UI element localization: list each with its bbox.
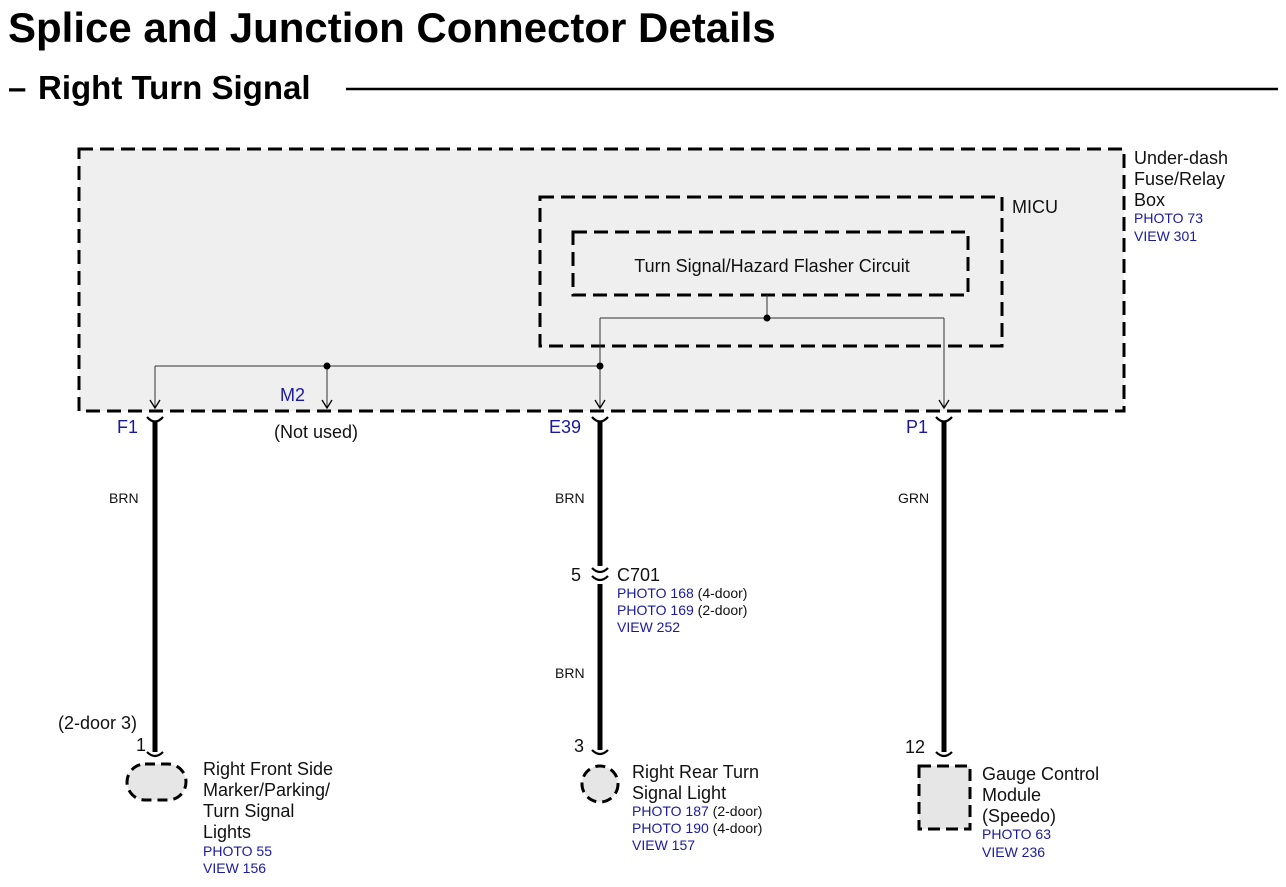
terminal-f1-label: F1 (117, 417, 138, 437)
terminal-e39-label: E39 (549, 417, 581, 437)
front-light-name-line: Marker/Parking/ (203, 780, 330, 800)
rear-light-name-line: Signal Light (632, 783, 726, 803)
rear-light-name-line: Right Rear Turn (632, 762, 759, 782)
connector-hooks (146, 416, 953, 423)
gauge-view-ref: VIEW 236 (982, 844, 1045, 860)
wire-color-center-upper: BRN (555, 490, 585, 506)
gauge-name-line: Module (982, 785, 1041, 805)
micu-outline (538, 195, 1004, 348)
gauge-pin: 12 (905, 737, 925, 757)
wire-color-center-lower: BRN (555, 665, 585, 681)
front-light-view-ref: VIEW 156 (203, 860, 266, 876)
front-light-bulb-icon (125, 762, 188, 802)
connector-c701-symbol (591, 567, 609, 582)
front-light-name-line: Lights (203, 822, 251, 842)
splice-dot (596, 362, 604, 370)
splice-dot (763, 314, 771, 322)
fuse-box-name-line: Box (1134, 190, 1165, 210)
front-light-pin: 1 (136, 735, 146, 755)
c701-pin: 5 (571, 565, 581, 585)
fuse-box-photo-ref: PHOTO 73 (1134, 210, 1203, 226)
rear-light-label: Right Rear Turn Signal Light PHOTO 187 (… (632, 762, 762, 853)
terminal-m2-note: (Not used) (274, 422, 358, 442)
front-light-photo-ref: PHOTO 55 (203, 843, 272, 859)
page-title: Splice and Junction Connector Details (8, 4, 776, 51)
gauge-name-line: (Speedo) (982, 806, 1056, 826)
gauge-module-icon (917, 764, 972, 831)
gauge-label: Gauge Control Module (Speedo) PHOTO 63 V… (982, 764, 1099, 860)
fuse-box-label: Under-dash Fuse/Relay Box PHOTO 73 VIEW … (1134, 148, 1228, 244)
rear-light-ref-line: VIEW 157 (632, 837, 695, 853)
c701-ref-line: VIEW 252 (617, 619, 680, 635)
wire-color-left: BRN (109, 490, 139, 506)
rear-light-bulb-icon (580, 764, 620, 804)
micu-label: MICU (1012, 197, 1058, 217)
rear-light-ref-line: PHOTO 190 (4-door) (632, 820, 762, 836)
terminal-p1-label: P1 (906, 417, 928, 437)
rear-light-pin: 3 (574, 736, 584, 756)
terminal-arrows (149, 399, 950, 410)
front-light-name-line: Right Front Side (203, 759, 333, 779)
front-light-label: Right Front Side Marker/Parking/ Turn Si… (203, 759, 333, 876)
flasher-circuit-outline (571, 230, 970, 297)
c701-ref-line: PHOTO 169 (2-door) (617, 602, 747, 618)
wire-color-right: GRN (898, 490, 929, 506)
fuse-box-name-line: Fuse/Relay (1134, 169, 1225, 189)
gauge-name-line: Gauge Control (982, 764, 1099, 784)
terminal-m2-label: M2 (280, 385, 305, 405)
fuse-box-name-line: Under-dash (1134, 148, 1228, 168)
pin-hooks (146, 749, 953, 758)
section-title: Right Turn Signal (38, 69, 311, 106)
c701-name: C701 (617, 565, 660, 585)
c701-ref-line: PHOTO 168 (4-door) (617, 585, 747, 601)
splice-dot (323, 362, 331, 370)
gauge-photo-ref: PHOTO 63 (982, 826, 1051, 842)
rear-light-ref-line: PHOTO 187 (2-door) (632, 803, 762, 819)
main-wires (152, 422, 947, 752)
fuse-box-view-ref: VIEW 301 (1134, 228, 1197, 244)
front-light-pin-note: (2-door 3) (58, 713, 137, 733)
front-light-name-line: Turn Signal (203, 801, 294, 821)
subtitle-dash: – (8, 69, 26, 106)
flasher-circuit-label: Turn Signal/Hazard Flasher Circuit (634, 256, 909, 276)
